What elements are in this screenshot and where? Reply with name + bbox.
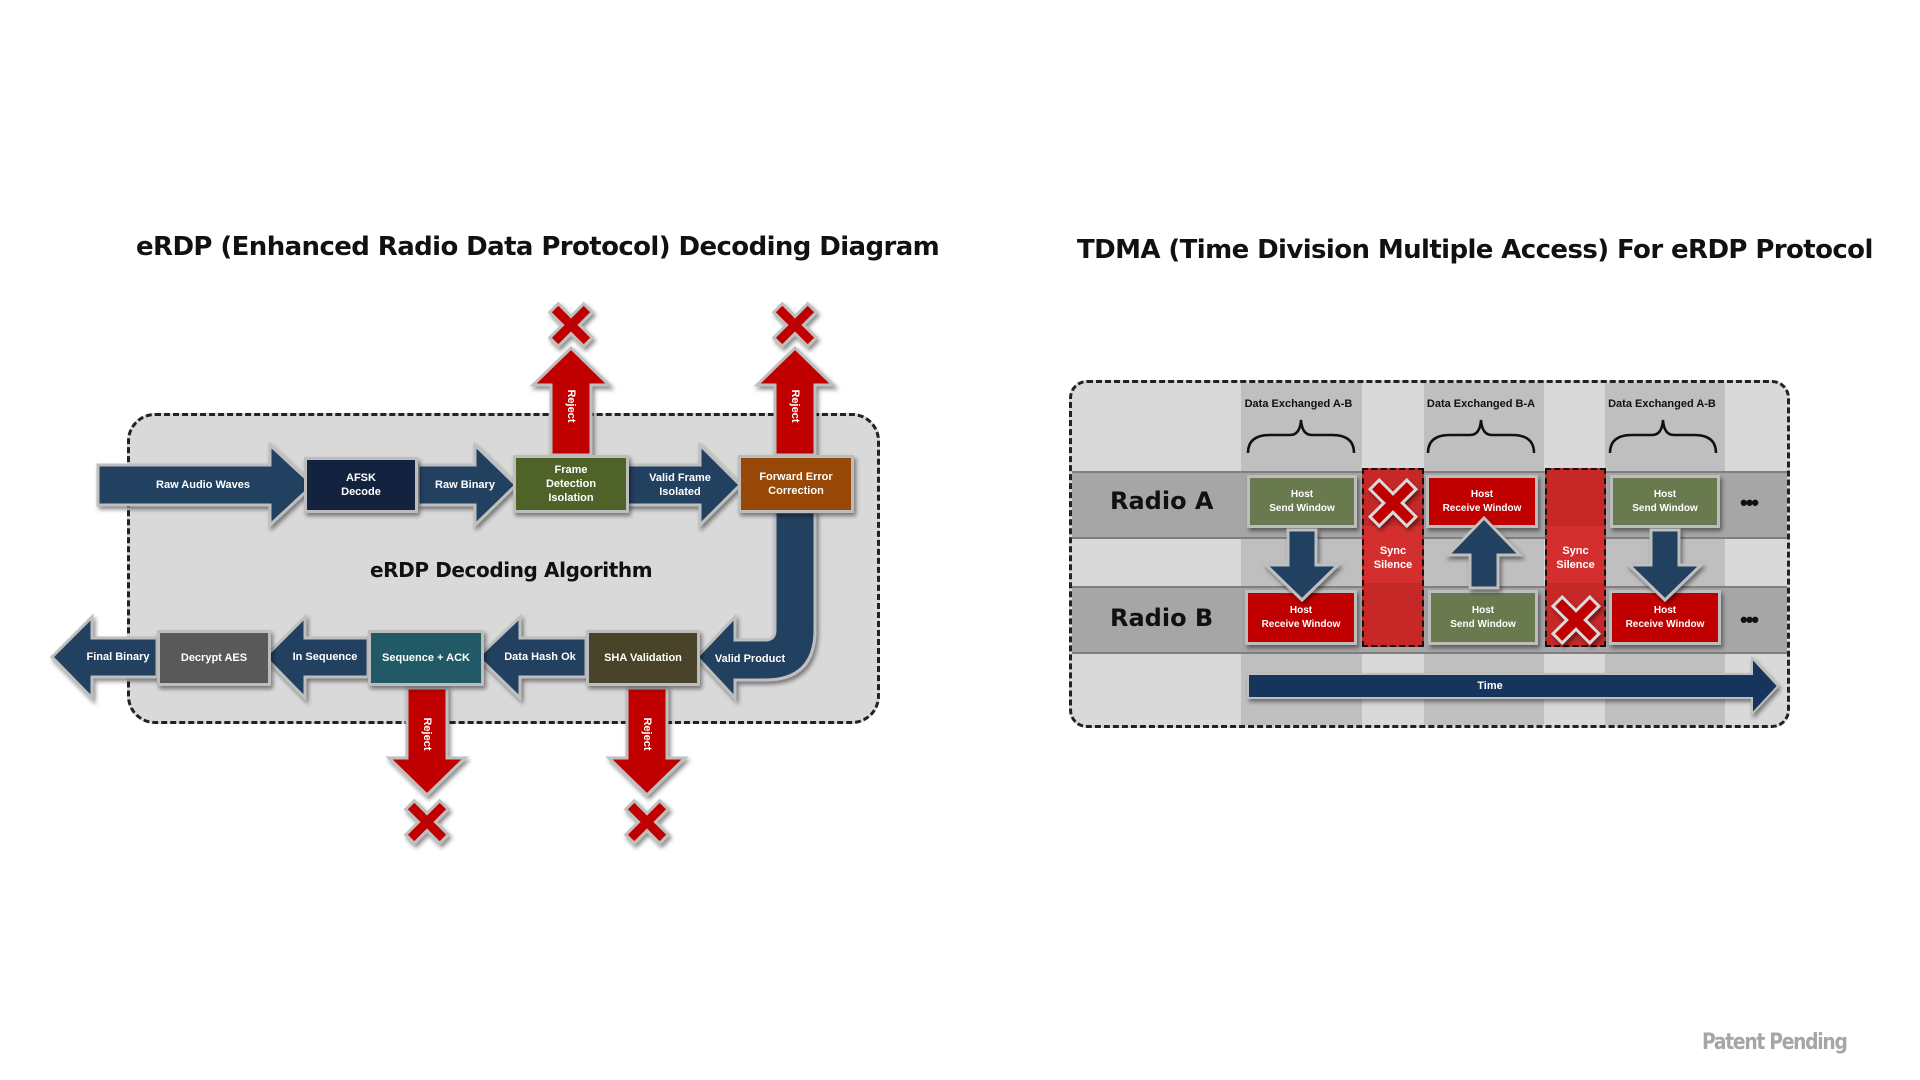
time-arrow	[1247, 655, 1780, 717]
reject-x-icon-top-2	[771, 301, 819, 349]
arrow-label-raw-binary: Raw Binary	[435, 479, 495, 491]
patent-pending-watermark: Patent Pending	[1702, 1030, 1848, 1055]
sync-silence-label-1: Sync Silence	[1373, 545, 1413, 571]
decoding-diagram-title: eRDP (Enhanced Radio Data Protocol) Deco…	[136, 232, 940, 262]
blocked-x-icon-radio-a	[1367, 477, 1419, 529]
radio-b-send-window: Host Send Window	[1428, 590, 1538, 645]
tdma-diagram-title: TDMA (Time Division Multiple Access) For…	[1077, 235, 1873, 265]
decrypt-aes-box: Decrypt AES	[157, 630, 271, 686]
reject-x-icon-top-1	[547, 301, 595, 349]
reject-arrow-up-frame	[529, 345, 613, 457]
transfer-arrow-down-1	[1262, 528, 1342, 603]
arrow-raw-binary	[416, 441, 519, 529]
arrow-label-data-hash-ok: Data Hash Ok	[504, 651, 576, 663]
reject-x-icon-bottom-2	[623, 798, 671, 846]
arrow-label-valid-frame-isolated: Valid Frame Isolated	[649, 472, 711, 498]
reject-arrow-down-sha	[605, 686, 689, 798]
sync-silence-label-2: Sync Silence	[1556, 545, 1595, 571]
arrow-final-binary	[49, 613, 159, 702]
arrow-label-valid-product: Valid Product	[714, 653, 786, 665]
transfer-arrow-down-2	[1625, 528, 1705, 603]
forward-error-correction-box: Forward Error Correction	[738, 455, 854, 513]
brace-icon-2	[1426, 419, 1536, 454]
sha-validation-box: SHA Validation	[586, 630, 700, 686]
time-label: Time	[1477, 680, 1503, 692]
reject-arrow-up-fec	[753, 345, 837, 457]
arrow-label-final-binary: Final Binary	[86, 651, 150, 663]
arrow-label-raw-audio-waves: Raw Audio Waves	[156, 479, 250, 491]
arrow-raw-audio-waves	[96, 441, 316, 529]
radio-b-more-icon: •••	[1740, 607, 1759, 632]
brace-icon-1	[1246, 419, 1356, 454]
arrow-valid-frame-isolated	[625, 441, 743, 529]
column-header-2: Data Exchanged B-A	[1426, 398, 1536, 410]
column-header-1: Data Exchanged A-B	[1244, 398, 1353, 410]
radio-a-send-window-1: Host Send Window	[1247, 475, 1357, 528]
arrow-label-in-sequence: In Sequence	[292, 651, 358, 663]
transfer-arrow-up	[1444, 515, 1524, 590]
arrow-in-sequence	[262, 613, 370, 702]
blocked-x-icon-radio-b	[1550, 594, 1602, 646]
frame-detection-box: Frame Detection Isolation	[513, 455, 629, 513]
radio-a-more-icon: •••	[1740, 490, 1759, 515]
column-header-3: Data Exchanged A-B	[1608, 398, 1716, 410]
reject-arrow-down-seq	[385, 686, 469, 798]
sequence-ack-box: Sequence + ACK	[368, 630, 484, 686]
radio-a-label: Radio A	[1110, 487, 1214, 515]
afsk-decode-box: AFSK Decode	[304, 457, 418, 513]
radio-b-label: Radio B	[1110, 604, 1214, 632]
decoding-algorithm-label: eRDP Decoding Algorithm	[370, 558, 653, 582]
brace-icon-3	[1608, 419, 1718, 454]
arrow-valid-product	[694, 510, 817, 702]
radio-a-send-window-2: Host Send Window	[1610, 475, 1720, 528]
sync-silence-column-2	[1545, 468, 1606, 647]
reject-x-icon-bottom-1	[403, 798, 451, 846]
arrow-data-hash-ok	[475, 613, 588, 702]
